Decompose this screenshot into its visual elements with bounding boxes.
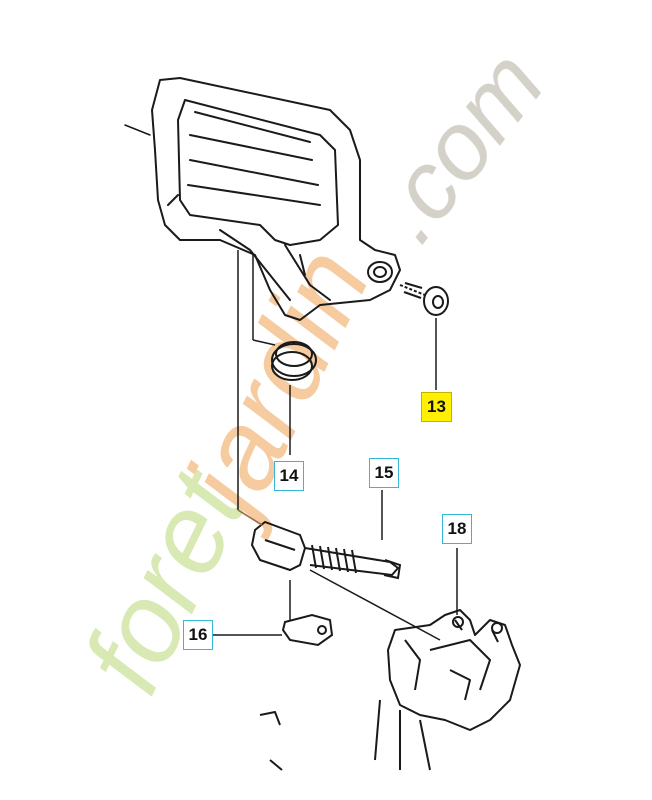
callout-18[interactable]: 18	[442, 514, 472, 544]
lever-part-16	[281, 613, 334, 647]
spring-clip-part-14	[271, 341, 317, 455]
accent-mark	[237, 509, 263, 526]
chain-brake-guard	[124, 77, 401, 321]
callout-15[interactable]: 15	[369, 458, 399, 488]
watermark-suffix: .com	[352, 31, 564, 261]
housing-part-18	[259, 609, 521, 771]
spring-latch-part-15	[250, 520, 402, 580]
screw-part-13	[399, 282, 449, 390]
callout-13[interactable]: 13	[421, 392, 452, 422]
callout-14[interactable]: 14	[274, 461, 304, 491]
callout-16[interactable]: 16	[183, 620, 213, 650]
